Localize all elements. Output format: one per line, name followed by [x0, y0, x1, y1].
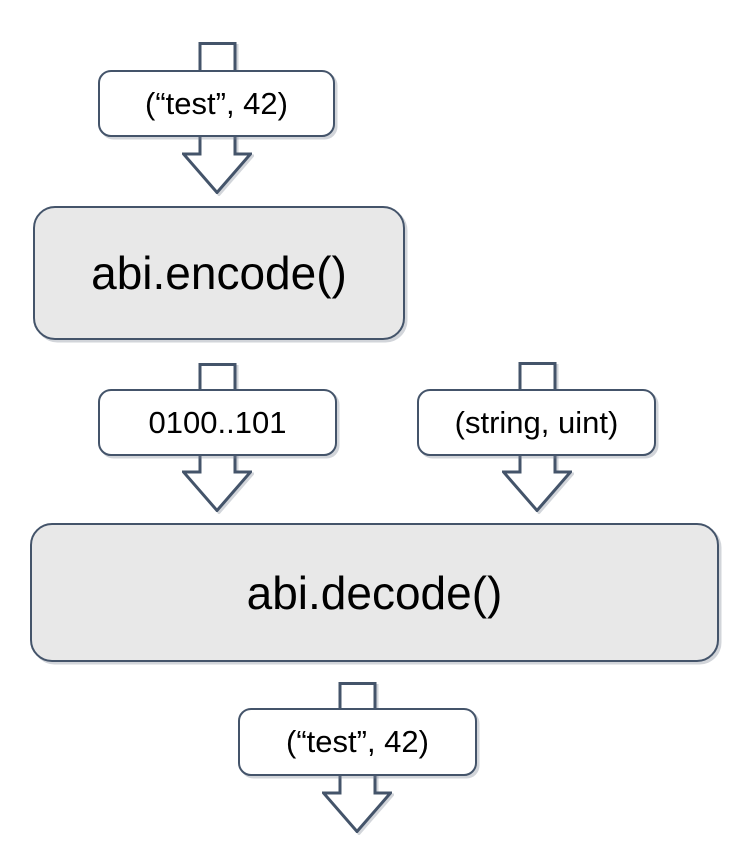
encoded-bytes-text: 0100..101: [148, 404, 287, 440]
encode-process-box: abi.encode(): [33, 206, 405, 340]
type-tuple-label: (string, uint): [417, 389, 656, 456]
encoded-bytes-label: 0100..101: [98, 389, 337, 456]
output-value-label: (“test”, 42): [238, 708, 477, 776]
encode-process-text: abi.encode(): [91, 247, 347, 299]
type-tuple-text: (string, uint): [454, 404, 619, 440]
decode-process-text: abi.decode(): [246, 566, 503, 619]
output-value-text: (“test”, 42): [286, 724, 429, 759]
input-value-text: (“test”, 42): [145, 85, 288, 121]
input-value-label: (“test”, 42): [98, 70, 335, 137]
decode-process-box: abi.decode(): [30, 523, 719, 662]
